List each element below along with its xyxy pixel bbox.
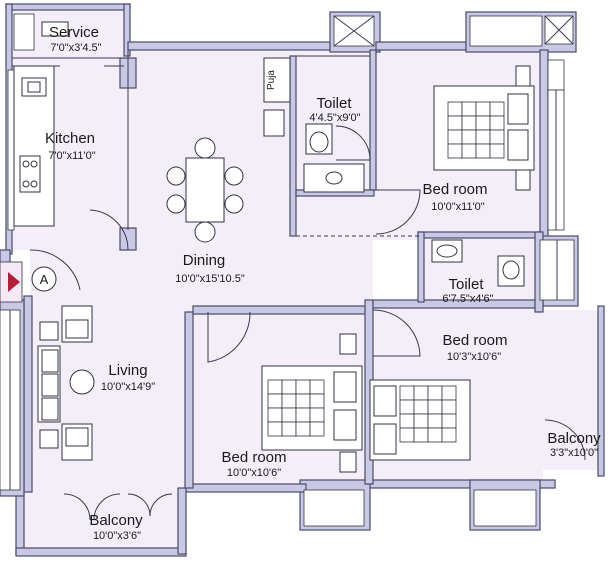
bed-2 (369, 379, 471, 461)
balcony-1-name: Balcony (89, 512, 143, 529)
puja-cabinet (263, 57, 291, 103)
entry-label: A (40, 272, 49, 287)
toilet-2-name: Toilet (448, 276, 484, 293)
dining-dim: 10'0"x15'10.5" (175, 273, 245, 285)
doors (29, 125, 586, 521)
service-dim: 7'0"x3'4.5" (50, 42, 101, 54)
balcony-2-dim: 3'3"x10'0" (550, 447, 598, 459)
service-name: Service (49, 24, 99, 41)
toilet-2-dim: 6'7.5"x4'6" (442, 293, 493, 305)
bedroom-3-name: Bed room (221, 449, 286, 466)
bedroom-1-name: Bed room (422, 181, 487, 198)
balcony-1-dim: 10'0"x3'6" (93, 530, 141, 542)
toilet-fittings (263, 109, 525, 287)
bed-1 (433, 65, 535, 191)
bedroom-2-dim: 10'3"x10'6" (447, 351, 501, 363)
toilet-1-dim: 4'4.5"x9'0" (309, 112, 360, 124)
dining-name: Dining (183, 252, 226, 269)
toilet-1-name: Toilet (316, 95, 352, 112)
bedroom-2-name: Bed room (442, 332, 507, 349)
entry-marker (0, 261, 57, 303)
balcony-2-name: Balcony (547, 430, 601, 447)
living-name: Living (108, 362, 147, 379)
living-dim: 10'0"x14'9" (101, 381, 155, 393)
kitchen-dim: 7'0"x11'0" (48, 150, 95, 162)
bedroom-1-dim: 10'0"x11'0" (431, 201, 484, 213)
kitchen-name: Kitchen (45, 130, 95, 147)
living-furniture (37, 305, 95, 461)
windows (0, 13, 575, 527)
bed-3 (261, 333, 363, 473)
bedroom-3-dim: 10'0"x10'6" (227, 467, 281, 479)
puja-label: Puja (266, 70, 277, 90)
kitchen-fittings (13, 21, 69, 227)
dining-table (166, 137, 244, 243)
